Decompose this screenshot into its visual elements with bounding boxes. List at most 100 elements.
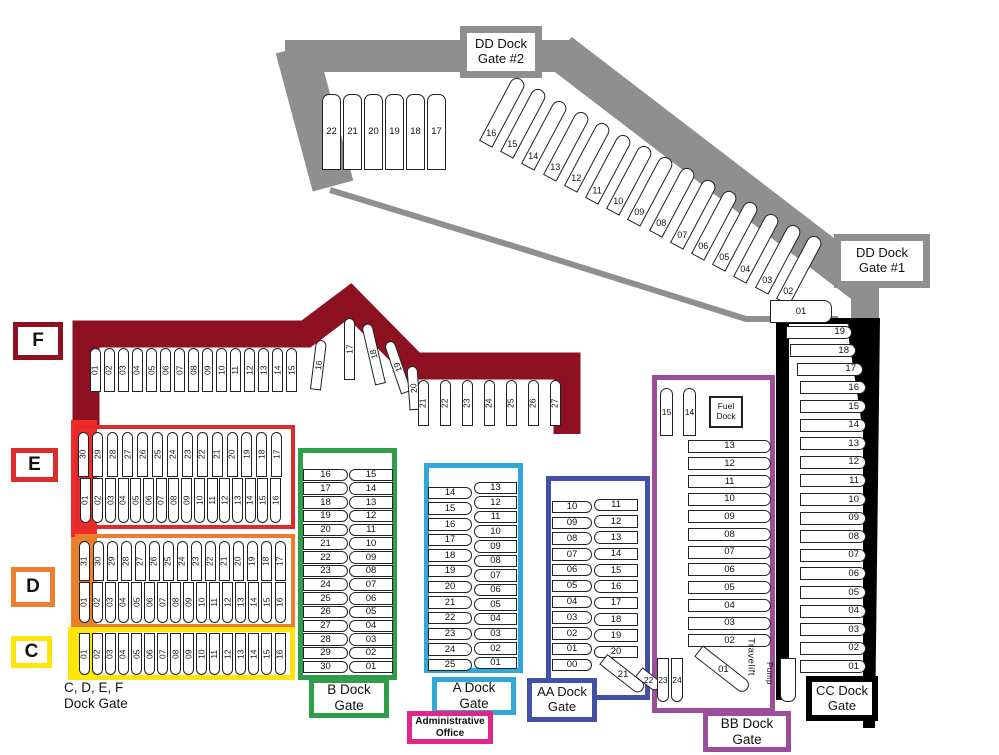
slip-a-02: 02	[474, 642, 517, 655]
slip-a-20: 20	[428, 580, 472, 594]
slip-cc-16: 16	[800, 381, 866, 395]
slip-bb-05: 05	[688, 581, 771, 595]
slip-b-27: 27	[303, 619, 348, 633]
slip-e-29: 29	[92, 432, 104, 477]
slip-f-17: 17	[344, 318, 355, 380]
slip-f-23: 23	[461, 380, 473, 426]
slip-e-01: 01	[79, 478, 91, 523]
slip-d-01: 01	[78, 582, 90, 623]
slip-b-25: 25	[303, 592, 348, 605]
slip-d-20: 20	[232, 541, 244, 581]
slip-aa-16: 16	[594, 580, 638, 593]
slip-f-25: 25	[505, 380, 517, 426]
slip-a-05: 05	[474, 598, 517, 611]
slip-bb-06: 06	[688, 563, 771, 577]
slip-f-26: 26	[527, 380, 539, 426]
a-dock-outline	[424, 463, 523, 673]
slip-f-22: 22	[439, 380, 451, 426]
slip-e-28: 28	[107, 432, 119, 477]
slip-c-09: 09	[183, 633, 195, 675]
slip-aa-13: 13	[594, 531, 638, 544]
b-dock-gate-label: B Dock Gate	[309, 678, 389, 718]
slip-e-10: 10	[193, 478, 205, 523]
slip-c-16: 16	[274, 633, 286, 675]
bb-gate-line2: Gate	[732, 731, 762, 747]
b-gate-line1: B Dock	[327, 682, 371, 698]
slip-d-08: 08	[169, 582, 181, 623]
slip-bb-15: 15	[660, 388, 673, 436]
slip-b-15: 15	[349, 468, 393, 482]
slip-b-20: 20	[303, 523, 348, 537]
slip-f-02: 02	[103, 348, 115, 392]
slip-e-24: 24	[166, 432, 178, 477]
slip-f-01: 01	[89, 348, 101, 392]
slip-a-12: 12	[474, 496, 517, 509]
slip-f-05: 05	[145, 348, 157, 392]
slip-a-09: 09	[474, 540, 517, 553]
slip-c-01: 01	[78, 633, 90, 675]
slip-f-04: 04	[131, 348, 143, 392]
dd-dock-gate1-pier	[851, 288, 879, 322]
slip-f-18: 18	[361, 322, 386, 386]
slip-d-19: 19	[246, 541, 258, 581]
slip-b-13: 13	[349, 496, 393, 509]
slip-f-08: 08	[187, 348, 199, 392]
b-gate-line2: Gate	[334, 698, 364, 713]
slip-d-18: 18	[260, 541, 272, 581]
slip-b-04: 04	[349, 619, 393, 633]
slip-d-02: 02	[91, 582, 103, 623]
slip-a-08: 08	[474, 554, 517, 568]
slip-d-12: 12	[222, 582, 234, 623]
slip-e-14: 14	[244, 478, 256, 523]
slip-f-13: 13	[258, 348, 270, 392]
slip-b-08: 08	[349, 564, 393, 578]
slip-e-17: 17	[271, 432, 283, 477]
slip-e-23: 23	[181, 432, 193, 477]
slip-f-15: 15	[286, 348, 298, 392]
slip-c-05: 05	[130, 633, 142, 675]
slip-d-15: 15	[261, 582, 273, 623]
slip-aa-05: 05	[552, 579, 592, 593]
slip-dd-22: 22	[322, 94, 341, 170]
aa-dock-gate-label: AA Dock Gate	[527, 678, 597, 722]
slip-d-11: 11	[209, 582, 221, 623]
slip-e-16: 16	[270, 478, 281, 523]
slip-e-18: 18	[256, 432, 268, 477]
slip-c-10: 10	[196, 633, 208, 675]
slip-b-02: 02	[349, 646, 393, 660]
slip-bb-10: 10	[688, 492, 771, 506]
bb-gate-line1: BB Dock	[720, 715, 774, 731]
slip-d-16: 16	[274, 582, 286, 623]
slip-bb-03: 03	[688, 616, 771, 630]
slip-b-14: 14	[349, 482, 393, 495]
aa-gate-line1: AA Dock	[537, 684, 587, 700]
slip-a-01: 01	[474, 656, 517, 670]
f-dock-letter: F	[13, 322, 63, 360]
a-gate-line2: Gate	[459, 696, 489, 711]
slip-dd-17: 17	[427, 94, 446, 170]
slip-b-30: 30	[303, 660, 348, 674]
slip-bb-01: 01	[694, 645, 752, 695]
slip-dd-18: 18	[406, 94, 425, 170]
slip-d-22: 22	[204, 541, 216, 581]
slip-cc-07: 07	[800, 548, 866, 562]
slip-e-04: 04	[117, 478, 129, 523]
slip-d-03: 03	[104, 582, 116, 623]
slip-f-27: 27	[549, 380, 561, 426]
slip-d-27: 27	[134, 541, 146, 581]
slip-f-11: 11	[230, 348, 242, 392]
slip-d-04: 04	[117, 582, 129, 623]
slip-bb-12: 12	[688, 457, 771, 471]
slip-bb-24: 24	[671, 658, 683, 702]
slip-a-25: 25	[428, 658, 472, 672]
slip-cc-08: 08	[800, 530, 866, 544]
slip-e-09: 09	[181, 478, 193, 523]
slip-d-13: 13	[235, 582, 247, 623]
slip-d-17: 17	[274, 541, 286, 581]
fuel-dock-label-line1: Fuel	[717, 401, 735, 412]
slip-cc-17: 17	[797, 362, 863, 376]
slip-d-06: 06	[143, 582, 155, 623]
slip-aa-03: 03	[552, 611, 592, 624]
slip-f-14: 14	[272, 348, 284, 392]
